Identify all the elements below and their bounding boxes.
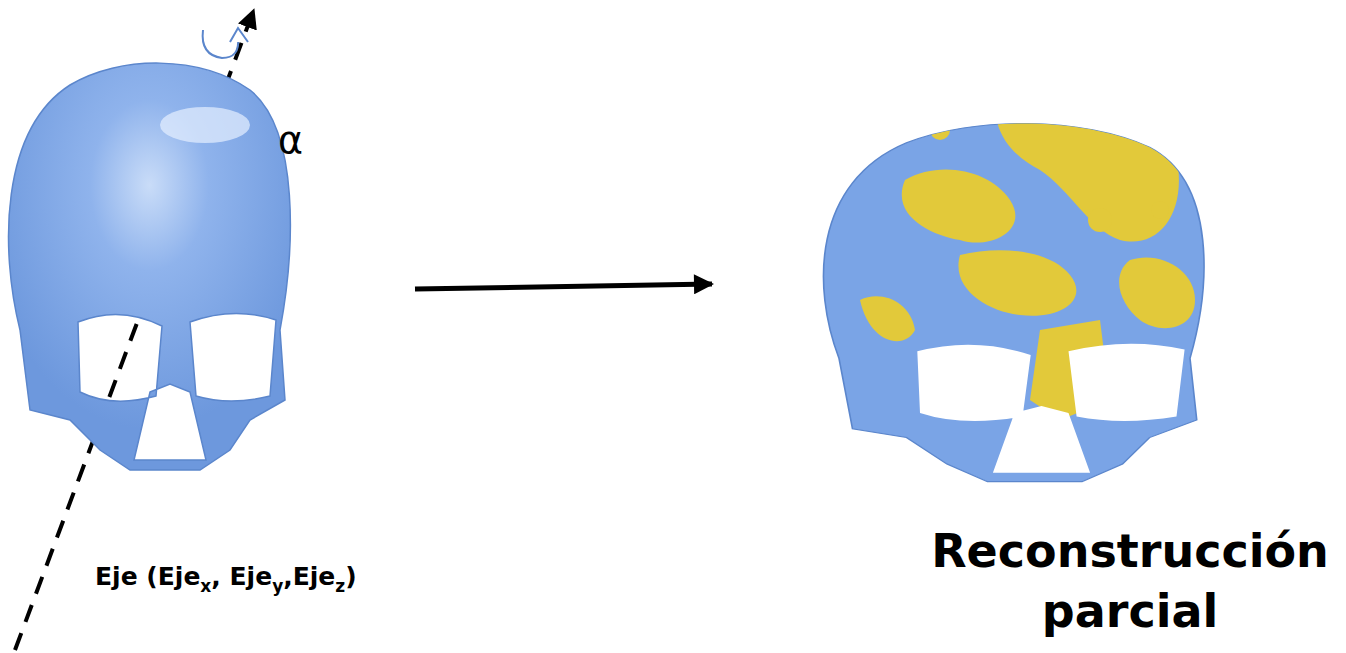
label-text: Reconstrucción parcial (931, 524, 1329, 638)
skull-left (8, 63, 290, 470)
subscript-text: x (200, 576, 211, 596)
label-text: , Eje (211, 562, 272, 591)
label-text: ) (345, 562, 356, 591)
axis-label: Eje (Ejex, Ejey,Ejez) (95, 562, 357, 596)
skull-holes (917, 344, 1184, 473)
process-arrow (415, 284, 712, 289)
rotation-angle: α (278, 118, 303, 162)
label-text: α (278, 118, 303, 162)
label-text: ,Eje (283, 562, 335, 591)
subscript-text: y (272, 576, 283, 596)
result-caption: Reconstrucción parcial (920, 522, 1340, 642)
label-text: Eje (Eje (95, 562, 200, 591)
subscript-text: z (335, 576, 345, 596)
skull-right (823, 68, 1203, 481)
rotation-symbol (203, 28, 248, 58)
